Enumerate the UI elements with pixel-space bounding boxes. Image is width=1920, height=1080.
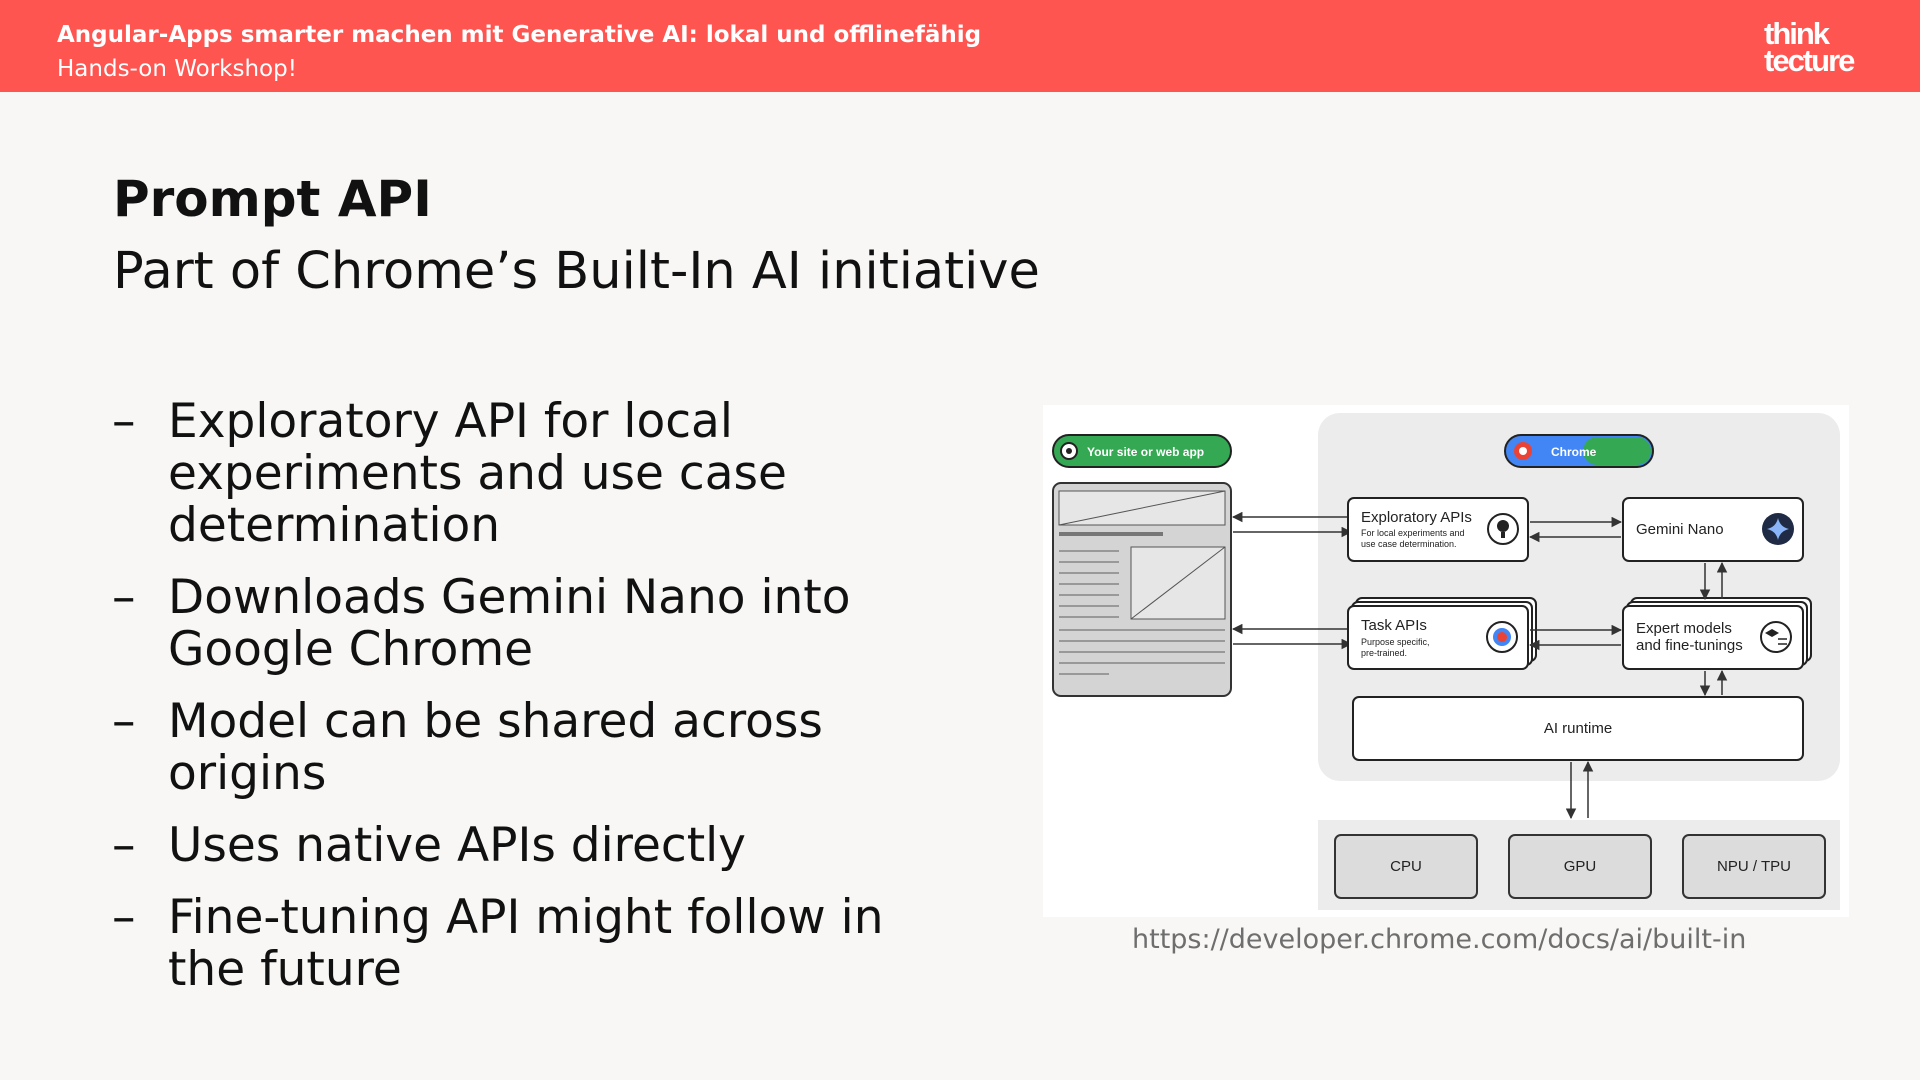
bullet-item: –Fine-tuning API might follow in the fut… xyxy=(112,892,952,996)
gemini-nano-box: Gemini Nano xyxy=(1622,497,1804,562)
bullet-item: –Downloads Gemini Nano into Google Chrom… xyxy=(112,572,952,676)
web-page-mockup xyxy=(1052,482,1232,697)
logo-line-1: think xyxy=(1764,16,1830,51)
layers-tune-icon xyxy=(1760,621,1792,653)
site-pill-label: Your site or web app xyxy=(1087,445,1204,459)
chrome-pill: Chrome xyxy=(1504,434,1654,468)
exploratory-title: Exploratory APIs xyxy=(1361,509,1472,526)
ai-runtime-label: AI runtime xyxy=(1544,720,1612,737)
expert-models-box: Expert models and fine-tunings xyxy=(1622,597,1812,670)
expert-line-2: and fine-tunings xyxy=(1636,637,1743,654)
cpu-box: CPU xyxy=(1334,834,1478,899)
architecture-diagram: Your site or web app Chrome xyxy=(1043,405,1849,917)
task-apis-box: Task APIs Purpose specific, pre-trained. xyxy=(1347,597,1537,670)
bullet-marker: – xyxy=(112,818,136,873)
bullet-marker: – xyxy=(112,570,136,625)
task-title: Task APIs xyxy=(1361,617,1427,634)
slide-subtitle: Part of Chrome’s Built-In AI initiative xyxy=(113,242,1040,301)
bullet-text: Exploratory API for local experiments an… xyxy=(168,394,787,553)
npu-tpu-label: NPU / TPU xyxy=(1717,858,1791,875)
bullet-item: –Uses native APIs directly xyxy=(112,820,952,872)
bullet-text: Uses native APIs directly xyxy=(168,818,746,873)
bullet-marker: – xyxy=(112,694,136,749)
bullet-item: –Model can be shared across origins xyxy=(112,696,952,800)
expert-line-1: Expert models xyxy=(1636,620,1732,637)
workshop-title: Angular-Apps smarter machen mit Generati… xyxy=(57,22,982,48)
task-desc-2: pre-trained. xyxy=(1361,648,1407,658)
task-desc-1: Purpose specific, xyxy=(1361,637,1430,647)
gpu-label: GPU xyxy=(1564,858,1597,875)
slide-title: Prompt API xyxy=(113,170,432,228)
site-pill: Your site or web app xyxy=(1052,434,1232,468)
bullet-item: –Exploratory API for local experiments a… xyxy=(112,396,952,552)
exploratory-desc-1: For local experiments and xyxy=(1361,528,1465,538)
bullet-marker: – xyxy=(112,890,136,945)
bullet-text: Model can be shared across origins xyxy=(168,694,823,801)
thinktecture-logo: think tecture xyxy=(1764,16,1864,78)
gemini-nano-label: Gemini Nano xyxy=(1636,521,1724,538)
gpu-box: GPU xyxy=(1508,834,1652,899)
bullet-list: –Exploratory API for local experiments a… xyxy=(112,396,952,1016)
npu-tpu-box: NPU / TPU xyxy=(1682,834,1826,899)
header-bar: Angular-Apps smarter machen mit Generati… xyxy=(0,0,1920,92)
bullet-text: Downloads Gemini Nano into Google Chrome xyxy=(168,570,851,677)
workshop-subtitle: Hands-on Workshop! xyxy=(57,56,297,82)
exploratory-apis-box: Exploratory APIs For local experiments a… xyxy=(1347,497,1529,562)
exploratory-desc-2: use case determination. xyxy=(1361,539,1457,549)
bullet-marker: – xyxy=(112,394,136,449)
bullet-text: Fine-tuning API might follow in the futu… xyxy=(168,890,884,997)
cpu-label: CPU xyxy=(1390,858,1422,875)
logo-line-2: tecture xyxy=(1764,43,1855,78)
source-url[interactable]: https://developer.chrome.com/docs/ai/bui… xyxy=(1132,924,1747,955)
ai-runtime-box: AI runtime xyxy=(1352,696,1804,761)
chrome-pill-label: Chrome xyxy=(1551,445,1597,459)
